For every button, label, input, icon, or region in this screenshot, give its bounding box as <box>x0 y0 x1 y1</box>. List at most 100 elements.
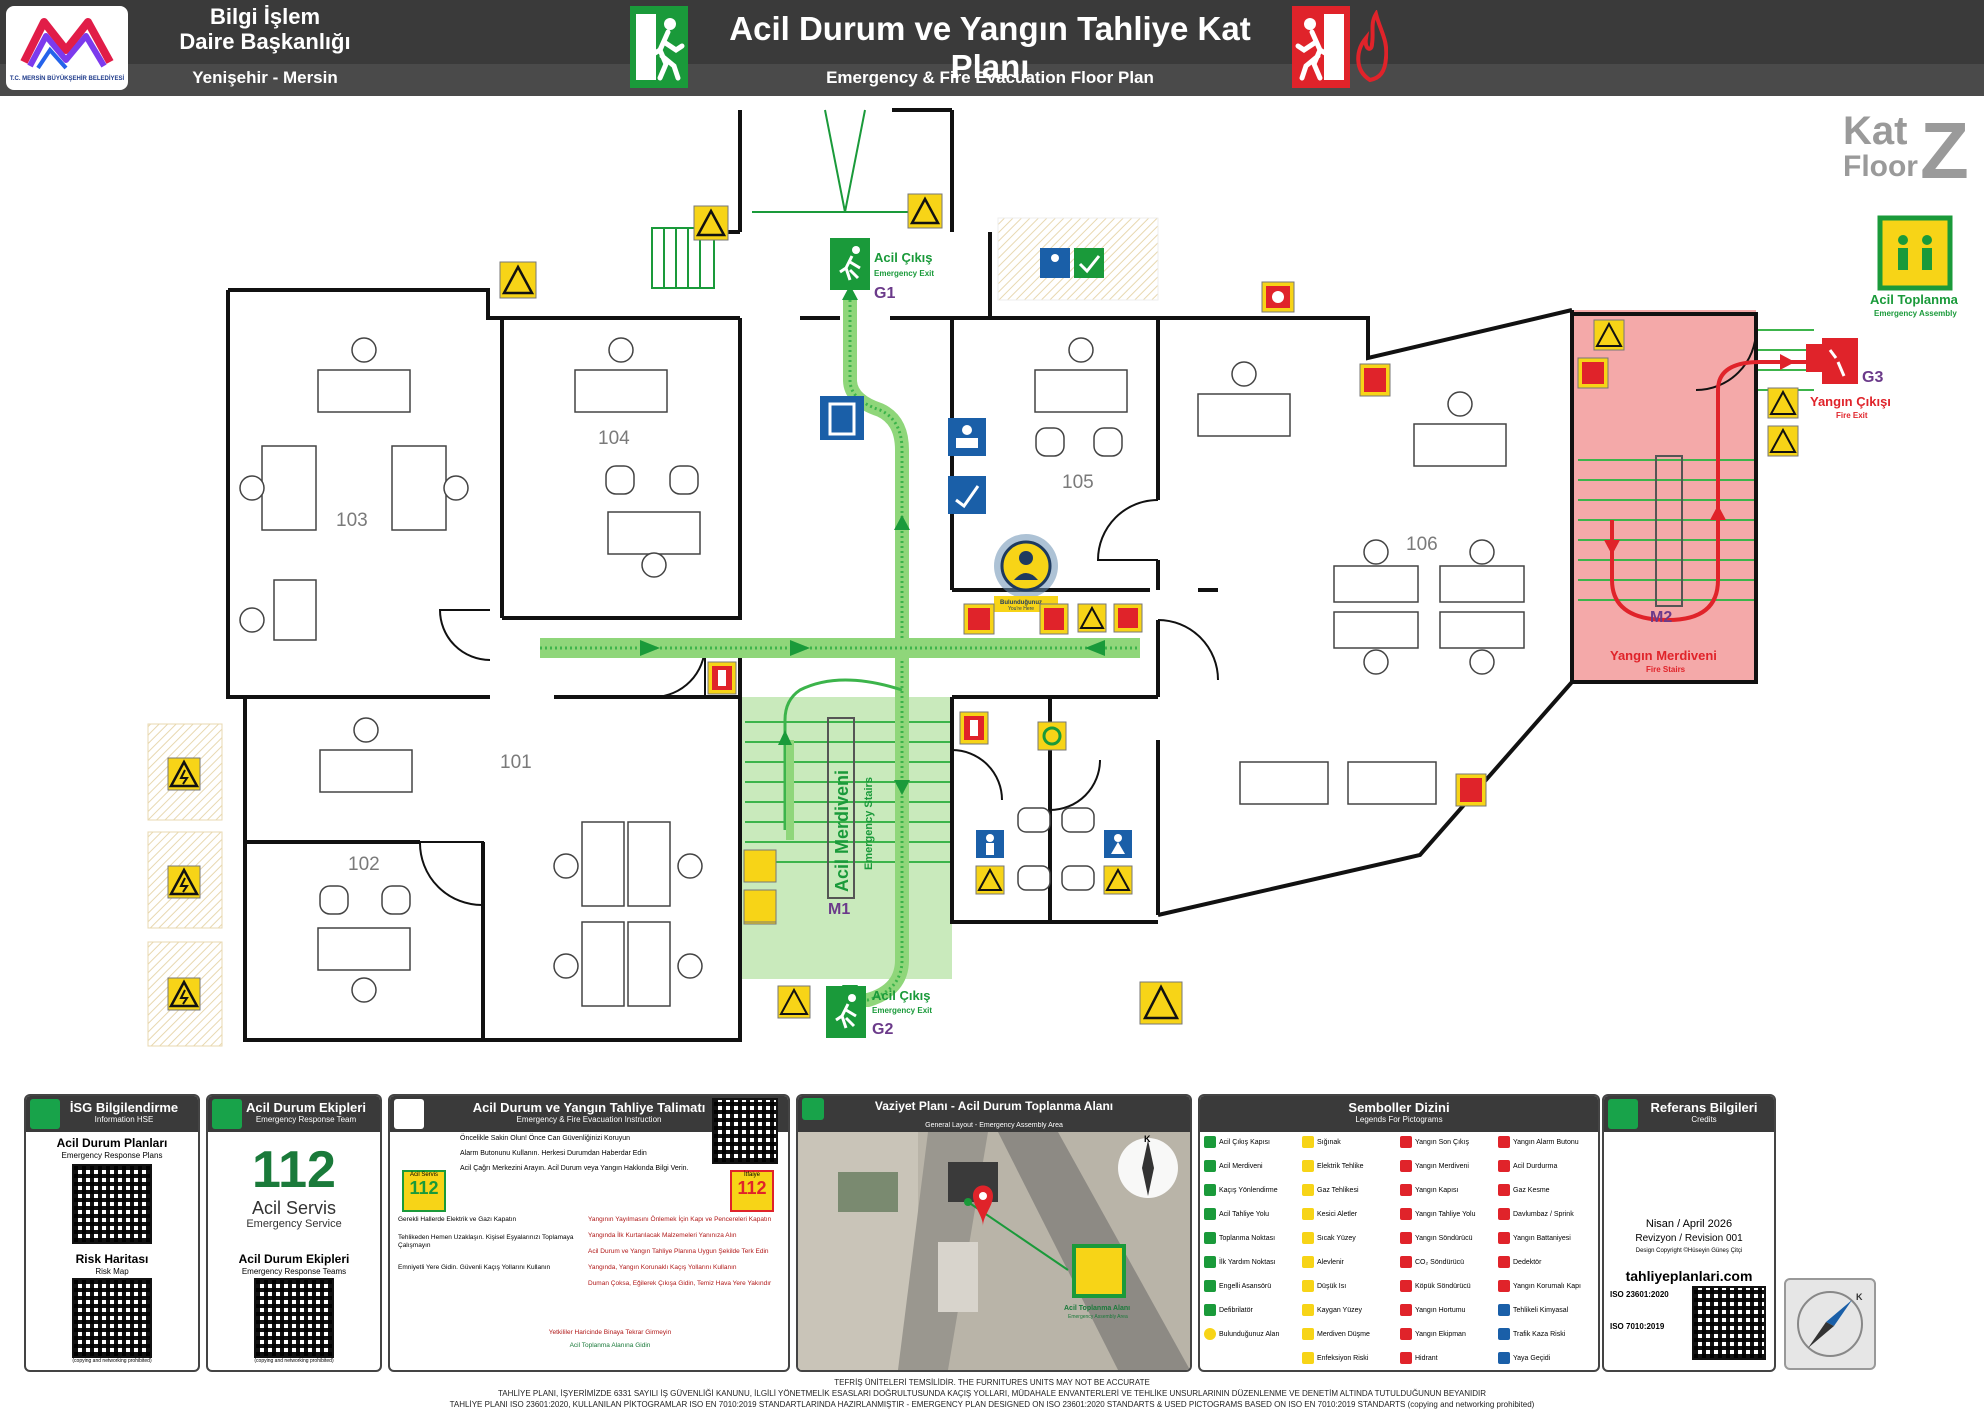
isg-panel-title: İSG Bilgilendirme <box>69 1100 179 1115</box>
legend-swatch <box>1204 1280 1216 1292</box>
legend-swatch <box>1400 1352 1412 1364</box>
team-panel-title: Acil Durum Ekipleri <box>246 1100 366 1115</box>
plan-revision: Revizyon / Revision 001 <box>1635 1233 1743 1244</box>
legend-item: Acil Merdiveni <box>1219 1162 1263 1170</box>
legend-swatch <box>1302 1208 1314 1220</box>
legend-swatch <box>1498 1208 1510 1220</box>
electric-panel-warning-icon <box>1077 603 1107 633</box>
assembly-mini-icon <box>802 1098 824 1120</box>
risk-map-label: Risk Haritası <box>75 1252 149 1266</box>
emergency-plans-label: Acil Durum Planları <box>56 1136 168 1150</box>
legend-swatch <box>1302 1304 1314 1316</box>
exit-g1: Acil Çıkış Emergency Exit G1 <box>830 238 934 302</box>
stairs-warning-icon-3 <box>1767 425 1799 457</box>
org-name-line2: Daire Başkanlığı <box>179 29 351 54</box>
electric-hazard-icon-3 <box>167 977 201 1011</box>
website-link[interactable]: tahliyeplanlari.com <box>1625 1268 1753 1284</box>
fire-hose-reel-icon <box>1261 281 1295 313</box>
fire-extinguisher-icon-2 <box>959 711 989 745</box>
instructions-list-left: Gerekli Hallerde Elektrik ve Gazı Kapatı… <box>398 1216 583 1272</box>
exit-g1-code: G1 <box>874 285 895 302</box>
legend-swatch <box>1302 1256 1314 1268</box>
assembly-point-icon <box>1877 215 1953 291</box>
emergency-stairs-treads <box>745 721 950 863</box>
legend-swatch <box>1498 1232 1510 1244</box>
legend-item: Kaygan Yüzey <box>1317 1306 1363 1314</box>
legend-swatch <box>1302 1328 1314 1340</box>
site-plan-panel: Vaziyet Planı - Acil Durum Toplanma Alan… <box>796 1094 1192 1372</box>
room-number-101: 101 <box>500 752 532 773</box>
legend-item: Tehlikeli Kimyasal <box>1513 1306 1569 1314</box>
emergency-plans-qr-code[interactable] <box>72 1164 152 1244</box>
legend-item: Kesici Aletler <box>1317 1210 1358 1218</box>
emergency-plans-sublabel: Emergency Response Plans <box>61 1151 163 1160</box>
website-qr-code[interactable] <box>1692 1286 1766 1360</box>
stairs-m2-sublabel: Fire Stairs <box>1646 665 1686 674</box>
header-subbar <box>0 64 1984 96</box>
instruction-line: Öncelikle Sakin Olun! Önce Can Güvenliği… <box>460 1135 631 1142</box>
fire-hose-icon <box>963 603 995 635</box>
legend-swatch <box>1498 1160 1510 1172</box>
floor-plan: Kat Floor Z <box>147 106 1969 1047</box>
legend-col-2: Sığınak Elektrik Tehlike Gaz Tehlikesi K… <box>1302 1136 1398 1364</box>
legend-swatch <box>1400 1232 1412 1244</box>
assembly-point: Acil Toplanma Emergency Assembly <box>1870 215 1959 318</box>
compass-tile: K <box>1784 1278 1876 1370</box>
emergency-exit-running-man-icon <box>630 6 688 88</box>
iso-23601-badge: ISO 23601:2020 <box>1610 1290 1669 1299</box>
instructions-list-right: Yangının Yayılmasını Önlemek İçin Kapı v… <box>588 1216 782 1288</box>
stairs-escape-icon <box>743 889 777 923</box>
stairs-escape-icon <box>743 849 777 883</box>
footer-line-1: TEFRİŞ ÜNİTELERİ TEMSİLİDİR. THE FURNITU… <box>834 1378 1150 1387</box>
wet-floor-icon <box>975 865 1005 895</box>
warning-signs <box>167 193 1799 1025</box>
fire-extinguisher-icon-4 <box>1359 363 1391 397</box>
floor-label-kat: Kat <box>1843 109 1907 153</box>
response-teams-qr-code[interactable] <box>254 1278 334 1358</box>
legend-item: Sığınak <box>1317 1138 1341 1146</box>
emergency-team-panel: Acil Durum Ekipleri Emergency Response T… <box>206 1094 382 1372</box>
legend-item: Enfeksiyon Riski <box>1317 1354 1369 1362</box>
legend-item: Yangın Son Çıkış <box>1415 1138 1469 1146</box>
legend-item: İlk Yardım Noktası <box>1219 1258 1276 1266</box>
stairs-m1-labels: Acil Merdiveni Emergency Stairs M1 <box>828 770 875 918</box>
slip-hazard-icon <box>499 261 537 299</box>
emergency-call-label: Acil Servis <box>409 1172 438 1178</box>
fire-exit-running-man-icon <box>1292 6 1350 88</box>
instruction-line: Yangında İlk Kurtarılacak Malzemeleri Ya… <box>588 1232 737 1239</box>
legend-swatch <box>1302 1232 1314 1244</box>
stair-well-m2 <box>1655 455 1683 607</box>
legend-item: Yangın Alarm Butonu <box>1513 1138 1579 1146</box>
plan-title: Acil Durum ve Yangın Tahliye Kat Planı <box>729 10 1251 85</box>
instructions-qr-code[interactable] <box>712 1098 778 1164</box>
legend-swatch <box>1400 1328 1412 1340</box>
fire-call-label: İtfaiye <box>743 1172 760 1178</box>
instruction-line: Acil Çağrı Merkezini Arayın. Acil Durum … <box>460 1165 689 1172</box>
legend-swatch <box>1498 1256 1510 1268</box>
room-number-106: 106 <box>1406 534 1438 555</box>
isg-copy-note: (copying and networking prohibited) <box>72 1358 152 1364</box>
compass-rose-icon: K <box>1797 1291 1863 1357</box>
room-number-102: 102 <box>348 854 380 875</box>
instruction-line: Gerekli Hallerde Elektrik ve Gazı Kapatı… <box>398 1216 517 1223</box>
room-number-103: 103 <box>336 510 368 531</box>
legend-swatch <box>1204 1232 1216 1244</box>
emergency-number: 112 <box>252 1141 336 1199</box>
legend-item: Engelli Asansörü <box>1219 1282 1272 1290</box>
team-copy-note: (copying and networking prohibited) <box>254 1358 334 1364</box>
response-teams-label: Acil Durum Ekipleri <box>238 1252 350 1266</box>
team-panel-subtitle: Emergency Response Team <box>255 1115 357 1124</box>
emergency-service-label: Acil Servis <box>251 1198 336 1218</box>
you-are-here-label: Bulunduğunuz <box>1000 600 1042 606</box>
legend-item: Gaz Tehlikesi <box>1317 1186 1359 1194</box>
legend-swatch <box>1204 1328 1216 1340</box>
legend-swatch <box>1400 1136 1412 1148</box>
stairs-warning-icon <box>1593 319 1625 351</box>
risk-map-qr-code[interactable] <box>72 1278 152 1358</box>
legend-swatch <box>1400 1280 1412 1292</box>
legend-swatch <box>1498 1280 1510 1292</box>
assembly-area-sublabel: Emergency Assembly Area <box>1068 1314 1128 1320</box>
location-text: Yenişehir - Mersin <box>192 68 338 87</box>
legend-item: Köpük Söndürücü <box>1415 1282 1471 1290</box>
stairs-warning-icon-2 <box>1767 387 1799 419</box>
